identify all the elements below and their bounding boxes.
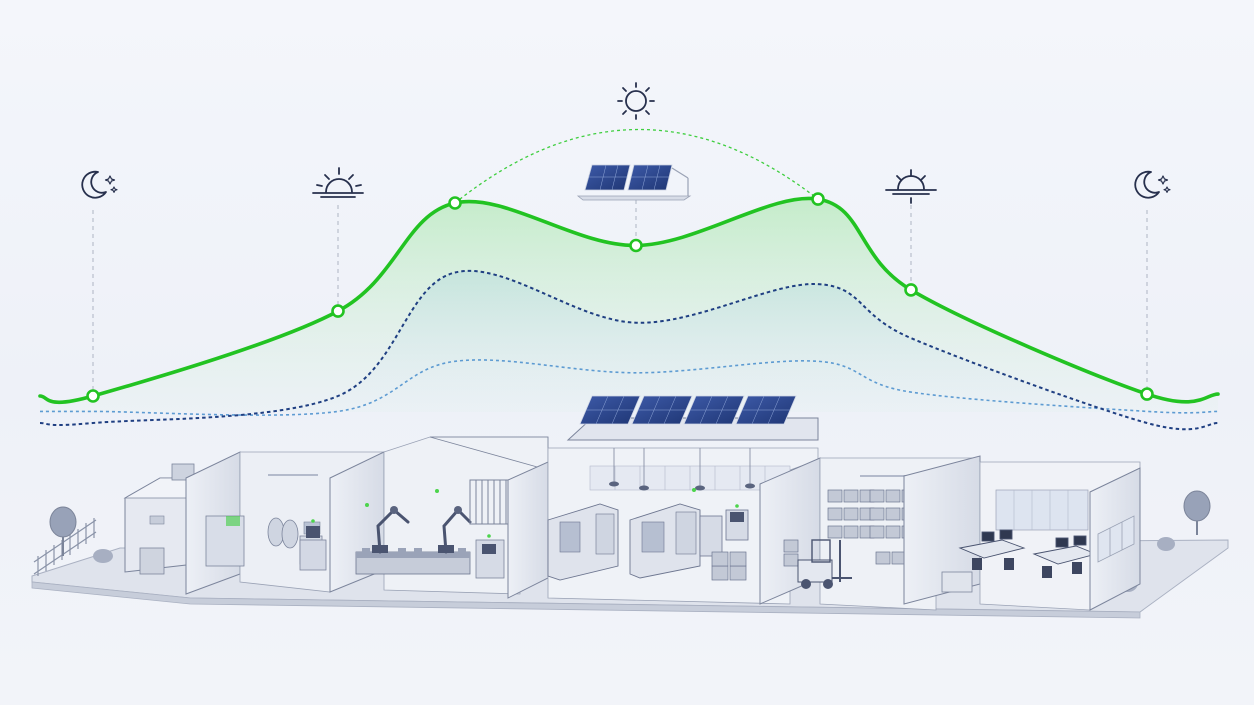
- primary-series-markers: [86, 192, 1154, 403]
- bush: [93, 549, 113, 563]
- factory-cutaway: [31, 395, 1229, 619]
- time-guide-lines: [92, 200, 1148, 392]
- bush: [1157, 537, 1175, 551]
- tree: [1183, 490, 1211, 535]
- sunrise-icon: [312, 167, 364, 198]
- wall-partition: [507, 461, 549, 599]
- office-desks: [958, 529, 1098, 565]
- zone-cnc-machining: [547, 447, 819, 605]
- primary-series-point: [448, 196, 462, 210]
- solar-roof: [566, 395, 819, 441]
- tertiary-series-line: [39, 359, 1219, 416]
- forklift: [797, 539, 852, 589]
- primary-series-point: [86, 389, 100, 403]
- primary-series-point: [811, 192, 825, 206]
- sun-icon: [617, 82, 655, 120]
- sunset-icon: [885, 169, 937, 204]
- primary-series-point: [904, 283, 918, 297]
- secondary-series-line: [39, 269, 1219, 431]
- crate-stack: [711, 551, 747, 581]
- moon-stars-icon: [1134, 170, 1171, 199]
- solar-peak-arc: [454, 128, 819, 204]
- zone-robotic-assembly: [299, 436, 549, 595]
- primary-area-fill: [40, 198, 1218, 412]
- primary-series-point: [1140, 387, 1154, 401]
- zone-office: [941, 461, 1141, 611]
- moon-stars-icon: [81, 170, 118, 199]
- tree: [49, 506, 77, 556]
- zone-storage-utility: [123, 451, 241, 595]
- zone-warehouse: [783, 457, 981, 611]
- primary-series-point: [629, 238, 643, 253]
- primary-series-point: [331, 304, 345, 318]
- solar-panel-icon: [576, 164, 692, 201]
